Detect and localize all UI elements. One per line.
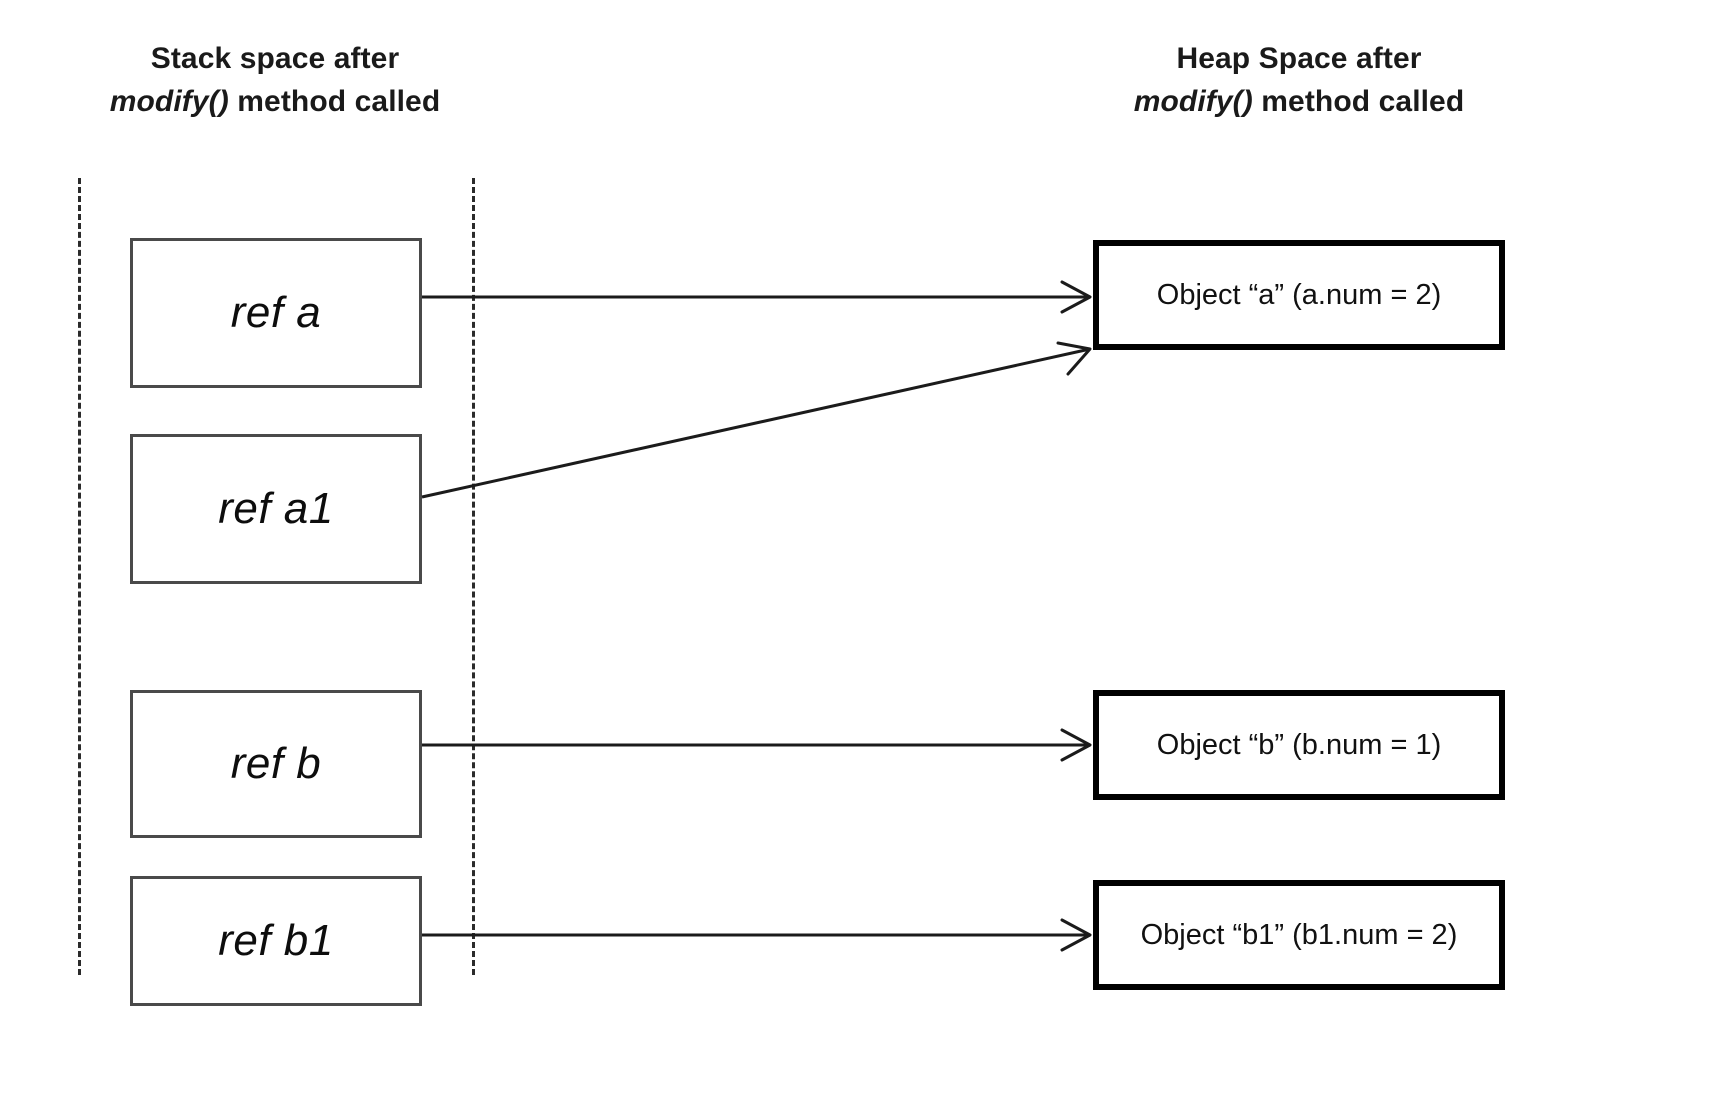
stack-heading-method: modify()	[109, 84, 229, 118]
stack-frame-ref-b1: ref b1	[130, 876, 422, 1006]
stack-frame-ref-b: ref b	[130, 690, 422, 838]
heap-heading: Heap Space after modify() method called	[1093, 38, 1505, 123]
heap-object-label: Object “b1” (b1.num = 2)	[1140, 918, 1458, 951]
heap-heading-line2: modify() method called	[1093, 81, 1505, 124]
stack-heading: Stack space after modify() method called	[78, 38, 472, 123]
heap-object-a: Object “a” (a.num = 2)	[1093, 240, 1505, 350]
stack-frame-ref-a: ref a	[130, 238, 422, 388]
stack-boundary-left-divider	[78, 178, 81, 975]
stack-frame-label: ref a	[230, 288, 322, 337]
heap-object-label: Object “a” (a.num = 2)	[1156, 278, 1442, 311]
stack-frame-ref-a1: ref a1	[130, 434, 422, 584]
stack-heading-line1: Stack space after	[150, 42, 400, 75]
heap-object-b: Object “b” (b.num = 1)	[1093, 690, 1505, 800]
stack-heading-line2-rest: method called	[228, 84, 441, 118]
arrow-ref-b1-to-object-b1	[422, 918, 1092, 952]
arrow-ref-a1-to-object-a	[421, 341, 1092, 499]
stack-boundary-right-divider	[472, 178, 475, 975]
stack-frame-label: ref b	[230, 739, 322, 788]
stack-frame-label: ref a1	[218, 484, 334, 533]
heap-object-b1: Object “b1” (b1.num = 2)	[1093, 880, 1505, 990]
heap-heading-line1: Heap Space after	[1176, 42, 1422, 75]
arrow-ref-b-to-object-b	[422, 728, 1092, 762]
stack-frame-label: ref b1	[218, 916, 334, 965]
stack-heading-line2: modify() method called	[78, 81, 472, 124]
heap-heading-method: modify()	[1133, 84, 1253, 118]
heap-object-label: Object “b” (b.num = 1)	[1156, 728, 1442, 761]
heap-heading-line2-rest: method called	[1252, 84, 1465, 118]
arrow-ref-a-to-object-a	[422, 280, 1092, 314]
